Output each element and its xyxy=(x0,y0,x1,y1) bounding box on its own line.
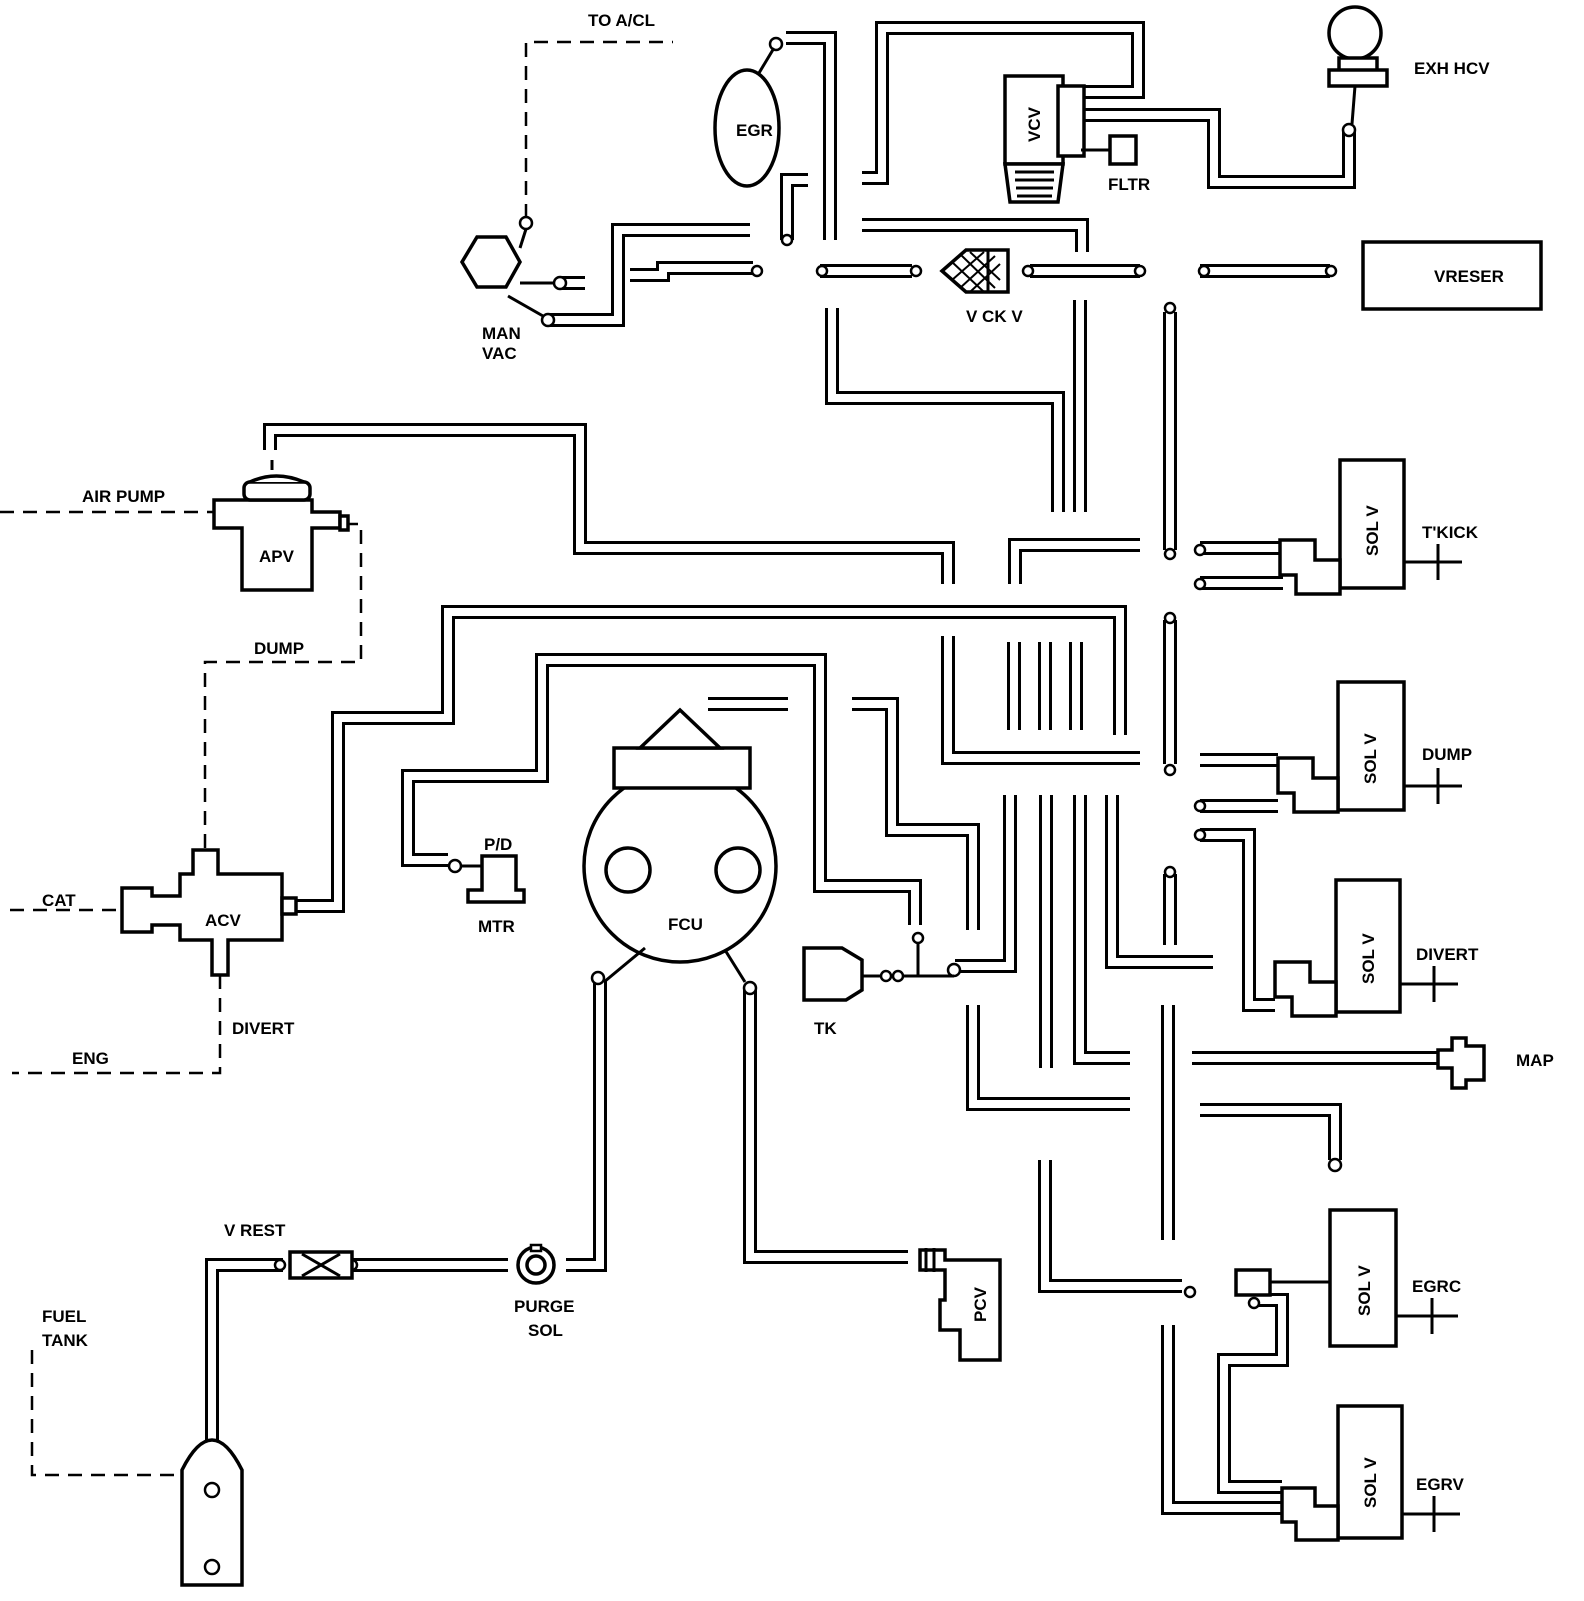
filter xyxy=(1081,134,1138,166)
label-egr: EGR xyxy=(736,121,773,140)
label-sol-v-tkick: SOL V xyxy=(1363,505,1382,556)
fuel-canister-fcu xyxy=(582,707,778,984)
label-fcu: FCU xyxy=(668,915,703,934)
label-sol-v-divert: SOL V xyxy=(1359,933,1378,984)
hose-top-right-bend xyxy=(862,218,1089,252)
map-sensor xyxy=(1436,1036,1486,1090)
hose-egrc-2 xyxy=(1217,1293,1289,1494)
hose-center-c xyxy=(1008,538,1140,584)
label-acv: ACV xyxy=(205,911,242,930)
solenoid-valve-divert xyxy=(1273,878,1458,1018)
manifold-vacuum-fitting xyxy=(459,228,554,318)
label-apv: APV xyxy=(259,547,295,566)
label-v-ck-v: V CK V xyxy=(966,307,1023,326)
label-map: MAP xyxy=(1516,1051,1554,1070)
label-divert-left: DIVERT xyxy=(232,1019,295,1038)
label-egrv: EGRV xyxy=(1416,1475,1465,1494)
label-egrc: EGRC xyxy=(1412,1277,1461,1296)
label-sol-v-egrv: SOL V xyxy=(1361,1457,1380,1508)
label-cat: CAT xyxy=(42,891,76,910)
hose-apv-long xyxy=(263,423,955,584)
label-divert-right: DIVERT xyxy=(1416,945,1479,964)
label-mtr: MTR xyxy=(478,917,515,936)
thermal-kicker xyxy=(802,943,954,1002)
diagram-labels: TO A/CL EGR VCV FLTR EXH HCV MAN VAC V C… xyxy=(42,11,1554,1508)
hose-tk-right xyxy=(955,795,1017,973)
hose-center-a xyxy=(825,308,1065,512)
pcv-valve xyxy=(918,1248,1002,1362)
label-v-rest: V REST xyxy=(224,1221,286,1240)
label-sol-v-egrc: SOL V xyxy=(1355,1265,1374,1316)
label-eng: ENG xyxy=(72,1049,109,1068)
label-purge-sol-line1: PURGE xyxy=(514,1297,574,1316)
label-tk: TK xyxy=(814,1019,837,1038)
label-dump-right: DUMP xyxy=(1422,745,1472,764)
label-fltr: FLTR xyxy=(1108,175,1150,194)
label-pcv: PCV xyxy=(971,1286,990,1322)
label-to-acl: TO A/CL xyxy=(588,11,655,30)
apv-valve xyxy=(212,460,350,592)
label-exh-hcv: EXH HCV xyxy=(1414,59,1490,78)
hose-divert-1 xyxy=(1200,828,1275,1012)
exh-hcv-valve xyxy=(1327,5,1389,125)
vcv-valve xyxy=(1003,74,1086,204)
solenoid-valve-egrc xyxy=(1234,1208,1458,1348)
hose-connectors xyxy=(273,36,1357,1310)
solenoid-valve-tkick xyxy=(1278,458,1462,596)
acv-valve xyxy=(120,848,298,977)
label-fuel-tank-line1: FUEL xyxy=(42,1307,86,1326)
egr-valve xyxy=(713,47,781,188)
label-man-vac-line1: MAN xyxy=(482,324,521,343)
vacuum-reservoir xyxy=(1361,240,1543,311)
fuel-tank xyxy=(180,1438,244,1587)
hose-vcv-left xyxy=(862,21,1145,185)
label-air-pump: AIR PUMP xyxy=(82,487,165,506)
dashed-lines xyxy=(0,40,673,1477)
solenoid-valve-dump xyxy=(1276,680,1462,814)
label-fuel-tank-line2: TANK xyxy=(42,1331,89,1350)
label-man-vac-line2: VAC xyxy=(482,344,517,363)
solenoid-valve-egrv xyxy=(1280,1404,1460,1542)
label-sol-v-dump: SOL V xyxy=(1361,733,1380,784)
label-vcv: VCV xyxy=(1025,106,1044,142)
vacuum-restrictor xyxy=(288,1250,354,1280)
hose-egrc-1 xyxy=(1200,1103,1342,1160)
label-purge-sol-line2: SOL xyxy=(528,1321,563,1340)
p-d-motor xyxy=(461,854,526,904)
label-dump-left: DUMP xyxy=(254,639,304,658)
hose-fcu-purge xyxy=(566,980,607,1272)
hose-center-k xyxy=(1105,795,1213,969)
label-tkick: T'KICK xyxy=(1422,523,1479,542)
purge-solenoid xyxy=(516,1243,556,1285)
vacuum-hoses xyxy=(205,21,1438,1515)
label-p-d: P/D xyxy=(484,835,512,854)
vacuum-check-valve xyxy=(939,248,1010,294)
label-vreser: VRESER xyxy=(1434,267,1504,286)
